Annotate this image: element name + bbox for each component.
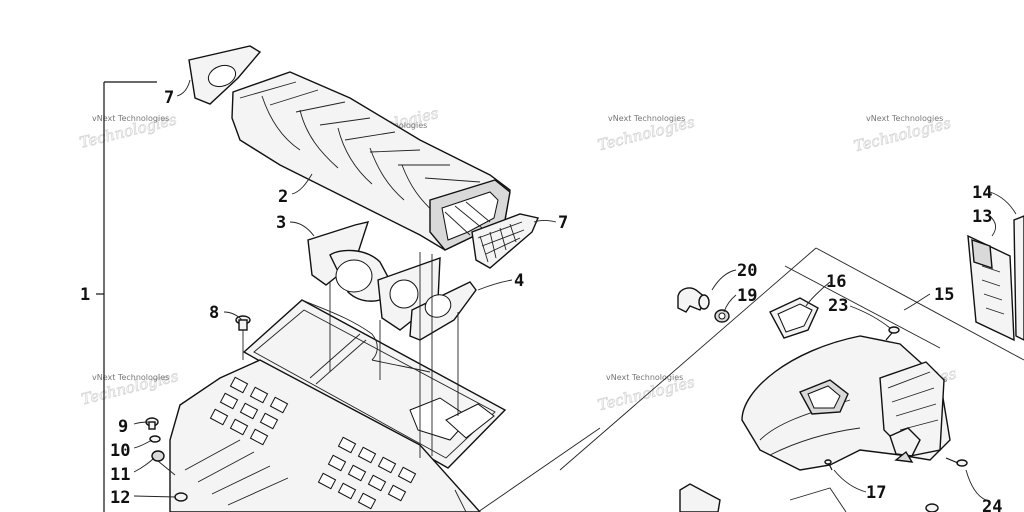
callout-15: 15 [934,285,954,305]
right-group-lines [559,247,1024,471]
elbow-fitting-20 [677,287,710,313]
callout-13: 13 [972,207,992,227]
airbox-base [169,359,481,512]
guide-lines [329,252,601,512]
filter-14 [1013,215,1024,341]
watermark-4: Technologies vNext Technologies [852,113,954,155]
callout-7-top: 7 [164,88,174,108]
callout-14: 14 [972,183,992,203]
callout-4: 4 [514,271,524,291]
callout-16: 16 [826,272,846,292]
airbox-gasket-frame [242,299,507,469]
gasket-duct-end [471,213,539,269]
seal-ring-16 [769,297,819,339]
watermark-7: Technologies vNext Technologies [595,372,697,414]
callout-3: 3 [276,213,286,233]
screw-9 [145,417,159,430]
callout-2: 2 [278,187,288,207]
grommet-11 [151,450,176,476]
bottom-partial-part [679,483,939,512]
screw-24 [945,457,968,467]
screw-23 [885,326,900,341]
svg-text:vNext Technologies: vNext Technologies [92,373,169,382]
callout-12: 12 [110,488,130,508]
callout-24: 24 [982,497,1002,512]
watermark-5: Technologies vNext Technologies [79,366,181,408]
callout-8: 8 [209,303,219,323]
watermark-3: Technologies vNext Technologies [595,112,697,154]
svg-text:vNext Technologies: vNext Technologies [608,114,685,123]
grommet-19 [714,309,730,323]
nut-12 [174,492,188,502]
callout-10: 10 [110,441,130,461]
svg-text:vNext Technologies: vNext Technologies [606,373,683,382]
gasket-top-left [188,45,262,105]
callout-19: 19 [737,286,757,306]
assembly-bracket [96,81,157,512]
airbox-base-grid [209,376,417,510]
callout-11: 11 [110,465,130,485]
callout-23: 23 [828,296,848,316]
plenum-adapter [307,221,441,331]
watermark-1: Technologies vNext Technologies [77,110,179,152]
airbox-housing-15 [741,335,951,471]
washer-10 [149,435,161,443]
callout-9: 9 [118,417,128,437]
svg-text:vNext Technologies: vNext Technologies [92,114,169,123]
callout-1: 1 [80,285,90,305]
leader-lines [133,79,1017,501]
filter-element-13 [967,234,1015,342]
callout-17: 17 [866,483,886,503]
svg-text:vNext Technologies: vNext Technologies [866,114,943,123]
callout-20: 20 [737,261,757,281]
screw-17 [824,459,833,471]
intake-duct [231,71,511,251]
callout-7-right: 7 [558,213,568,233]
